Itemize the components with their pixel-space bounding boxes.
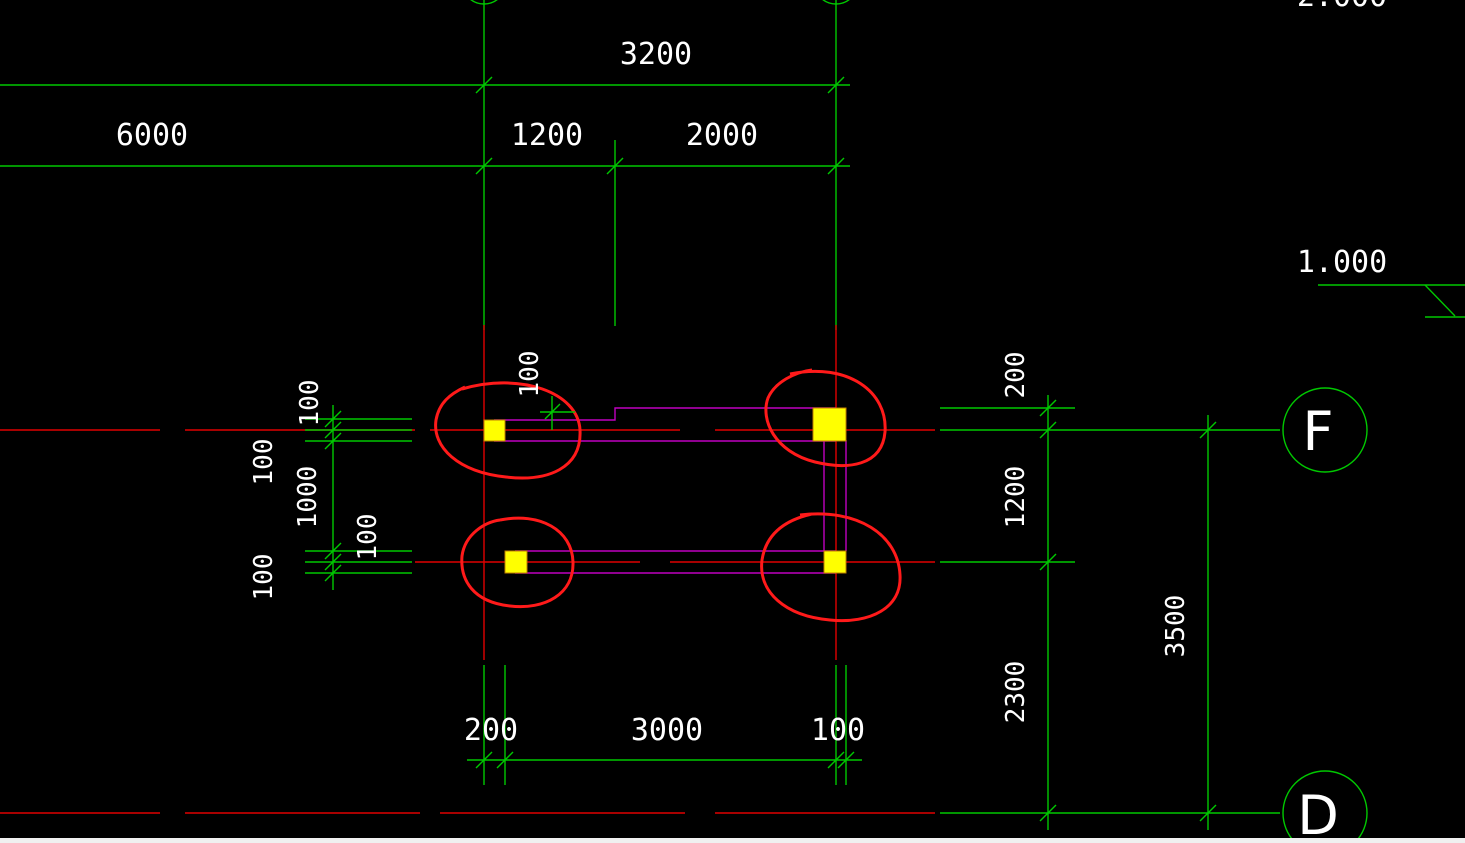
grid-label-d: D xyxy=(1297,784,1339,843)
dimension-tick xyxy=(606,157,624,175)
dimension-tick xyxy=(475,76,493,94)
markup-circle-top-right xyxy=(764,368,887,468)
dimension-tick xyxy=(1039,553,1057,571)
dim-text-6000: 6000 xyxy=(116,118,188,153)
dimension-tick xyxy=(1039,804,1057,822)
elevation-text: 1.000 xyxy=(1297,245,1387,280)
markup-circle-bottom-right xyxy=(760,512,902,623)
beam-outline-top-edge xyxy=(494,407,836,421)
dim-text-3200: 3200 xyxy=(620,37,692,72)
column-bottom-right[interactable] xyxy=(823,550,847,574)
dimension-tick xyxy=(827,157,845,175)
window-bottom-edge xyxy=(0,838,1465,843)
dim-text-left-100-d: 100 xyxy=(249,554,279,601)
markup-circle-bottom-left xyxy=(460,516,575,609)
dimension-tick xyxy=(827,76,845,94)
dim-text-right-2300: 2300 xyxy=(1001,661,1031,724)
dimension-tick xyxy=(324,542,342,560)
dim-text-bottom-3000: 3000 xyxy=(631,713,703,748)
dim-text-bottom-200: 200 xyxy=(464,713,518,748)
dimension-tick xyxy=(1199,421,1217,439)
dimension-tick xyxy=(1039,421,1057,439)
grid-label-f: F xyxy=(1302,400,1333,463)
dim-text-bottom-100: 100 xyxy=(811,713,865,748)
dimension-tick xyxy=(324,553,342,571)
dimension-tick xyxy=(324,421,342,439)
dimension-tick xyxy=(475,157,493,175)
dimension-tick xyxy=(475,751,493,769)
dim-text-right-200: 200 xyxy=(1001,352,1031,399)
dimension-tick xyxy=(1199,804,1217,822)
dim-text-left-100-b: 100 xyxy=(249,439,279,486)
markup-circle-top-left xyxy=(434,381,582,480)
dim-text-2000: 2000 xyxy=(686,118,758,153)
column-top-right[interactable] xyxy=(812,407,847,442)
dimension-tick xyxy=(827,751,845,769)
dimension-tick xyxy=(837,751,855,769)
dimension-tick xyxy=(1039,399,1057,417)
dim-text-column-100: 100 xyxy=(515,351,545,398)
column-bottom-left[interactable] xyxy=(504,550,528,574)
elevation-text-partial: 2.000 xyxy=(1297,0,1387,14)
column-top-left[interactable] xyxy=(483,419,506,442)
dim-text-left-100-a: 100 xyxy=(295,380,325,427)
dimension-tick xyxy=(496,751,514,769)
dimension-tick xyxy=(324,432,342,450)
dim-text-right-3500: 3500 xyxy=(1161,595,1191,658)
dim-text-1200: 1200 xyxy=(511,118,583,153)
grid-bubble-f[interactable] xyxy=(1282,387,1368,473)
elevation-triangle-edge xyxy=(1424,284,1456,317)
dimension-tick xyxy=(324,564,342,582)
dim-text-right-1200: 1200 xyxy=(1001,466,1031,529)
dimension-tick xyxy=(544,403,561,420)
grid-bubble-d[interactable] xyxy=(1282,770,1368,843)
dim-text-left-100-c: 100 xyxy=(353,514,383,561)
dimension-tick xyxy=(324,410,342,428)
dim-text-left-1000: 1000 xyxy=(293,466,323,529)
